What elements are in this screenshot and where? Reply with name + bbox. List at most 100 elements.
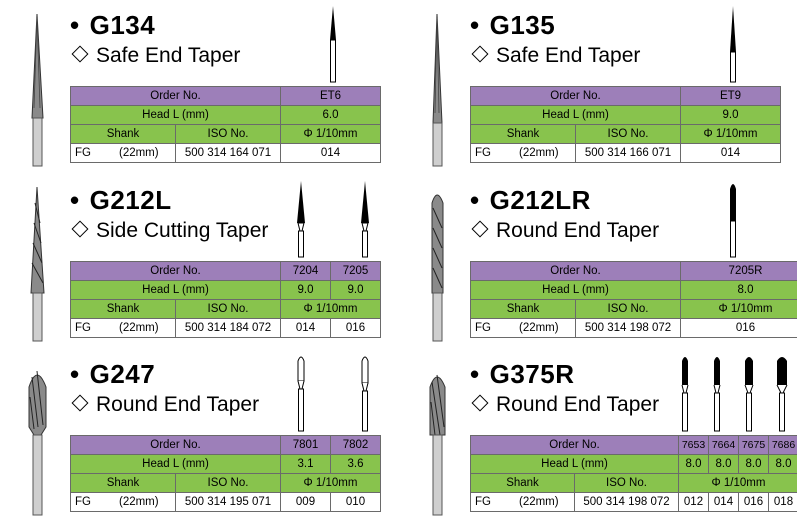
iso-label: ISO No. bbox=[575, 124, 681, 144]
order-value: 7204 bbox=[280, 261, 331, 281]
bur-schematic bbox=[730, 6, 736, 83]
head-value: 9.0 bbox=[680, 105, 781, 125]
bur-schematic bbox=[361, 356, 369, 432]
product-title: •G212L bbox=[70, 185, 172, 215]
order-value: 7801 bbox=[280, 435, 331, 455]
iso-value: 500 314 195 071 bbox=[175, 492, 281, 512]
product-block-g134: •G134 Safe End Taper Order No.ET6 Head L… bbox=[10, 6, 381, 168]
size-value: 010 bbox=[330, 492, 381, 512]
product-block-g212lr: •G212LR Round End Taper Order No.7205R H… bbox=[410, 183, 797, 343]
size-value: 014 bbox=[708, 492, 739, 512]
head-value: 8.0 bbox=[708, 454, 739, 474]
head-label: Head L (mm) bbox=[470, 454, 679, 474]
phi-label: Φ 1/10mm bbox=[280, 473, 381, 493]
bur-schematic bbox=[776, 357, 788, 432]
shank-label: Shank bbox=[470, 299, 576, 319]
shank-label: Shank bbox=[70, 299, 176, 319]
head-value: 8.0 bbox=[678, 454, 709, 474]
product-subtitle: Safe End Taper bbox=[70, 44, 240, 68]
iso-label: ISO No. bbox=[175, 124, 281, 144]
diamond-icon bbox=[471, 45, 489, 63]
iso-label: ISO No. bbox=[175, 473, 281, 493]
diamond-icon bbox=[71, 45, 89, 63]
size-value: 009 bbox=[280, 492, 331, 512]
iso-value: 500 314 184 072 bbox=[175, 318, 281, 338]
size-value: 016 bbox=[738, 492, 769, 512]
order-label: Order No. bbox=[70, 261, 281, 281]
order-label: Order No. bbox=[470, 261, 681, 281]
head-label: Head L (mm) bbox=[470, 105, 681, 125]
order-label: Order No. bbox=[70, 435, 281, 455]
phi-label: Φ 1/10mm bbox=[680, 124, 781, 144]
product-title: •G247 bbox=[70, 359, 156, 389]
diamond-icon bbox=[471, 394, 489, 412]
order-value: ET6 bbox=[280, 86, 381, 106]
size-value: 014 bbox=[280, 318, 331, 338]
iso-value: 500 314 198 072 bbox=[574, 492, 679, 512]
head-label: Head L (mm) bbox=[470, 280, 681, 300]
bur-photo bbox=[31, 13, 44, 167]
bur-schematic bbox=[297, 356, 305, 432]
shank-label: Shank bbox=[470, 124, 576, 144]
order-value: 7205 bbox=[330, 261, 381, 281]
phi-label: Φ 1/10mm bbox=[280, 299, 381, 319]
diamond-icon bbox=[71, 394, 89, 412]
shank-value: FG(22mm) bbox=[470, 492, 575, 512]
bur-schematic bbox=[330, 6, 336, 83]
product-subtitle: Safe End Taper bbox=[470, 44, 640, 68]
bur-schematic bbox=[744, 357, 754, 432]
bur-photo bbox=[429, 374, 446, 516]
product-subtitle: Round End Taper bbox=[470, 393, 659, 417]
phi-label: Φ 1/10mm bbox=[680, 299, 797, 319]
order-value: 7802 bbox=[330, 435, 381, 455]
bur-photo bbox=[30, 186, 45, 342]
order-label: Order No. bbox=[70, 86, 281, 106]
phi-label: Φ 1/10mm bbox=[678, 473, 797, 493]
product-subtitle: Round End Taper bbox=[70, 393, 259, 417]
bur-schematic bbox=[730, 184, 736, 258]
product-title: •G375R bbox=[470, 359, 575, 389]
product-block-g135: •G135 Safe End Taper Order No.ET9 Head L… bbox=[410, 6, 781, 168]
bur-photo bbox=[28, 370, 47, 516]
bur-photo bbox=[432, 13, 443, 167]
head-label: Head L (mm) bbox=[70, 454, 281, 474]
shank-value: FG(22mm) bbox=[70, 143, 176, 163]
iso-label: ISO No. bbox=[175, 299, 281, 319]
head-value: 9.0 bbox=[280, 280, 331, 300]
size-value: 014 bbox=[280, 143, 381, 163]
bur-schematic bbox=[713, 357, 721, 432]
shank-label: Shank bbox=[470, 473, 575, 493]
shank-label: Shank bbox=[70, 473, 176, 493]
head-value: 6.0 bbox=[280, 105, 381, 125]
iso-label: ISO No. bbox=[575, 299, 681, 319]
diamond-icon bbox=[71, 220, 89, 238]
phi-label: Φ 1/10mm bbox=[280, 124, 381, 144]
head-value: 9.0 bbox=[330, 280, 381, 300]
diamond-icon bbox=[471, 220, 489, 238]
size-value: 016 bbox=[680, 318, 797, 338]
iso-value: 500 314 166 071 bbox=[575, 143, 681, 163]
order-value: 7664 bbox=[708, 435, 739, 455]
size-value: 014 bbox=[680, 143, 781, 163]
product-subtitle: Round End Taper bbox=[470, 219, 659, 243]
bur-schematic bbox=[361, 181, 369, 258]
product-title: •G212LR bbox=[470, 185, 591, 215]
bur-schematic bbox=[681, 357, 689, 432]
product-subtitle: Side Cutting Taper bbox=[70, 219, 268, 243]
order-value: ET9 bbox=[680, 86, 781, 106]
head-value: 3.6 bbox=[330, 454, 381, 474]
bur-photo bbox=[431, 194, 444, 342]
shank-value: FG(22mm) bbox=[70, 318, 176, 338]
order-value: 7205R bbox=[680, 261, 797, 281]
head-value: 3.1 bbox=[280, 454, 331, 474]
product-title: •G134 bbox=[70, 10, 156, 40]
bur-schematic bbox=[297, 181, 305, 258]
